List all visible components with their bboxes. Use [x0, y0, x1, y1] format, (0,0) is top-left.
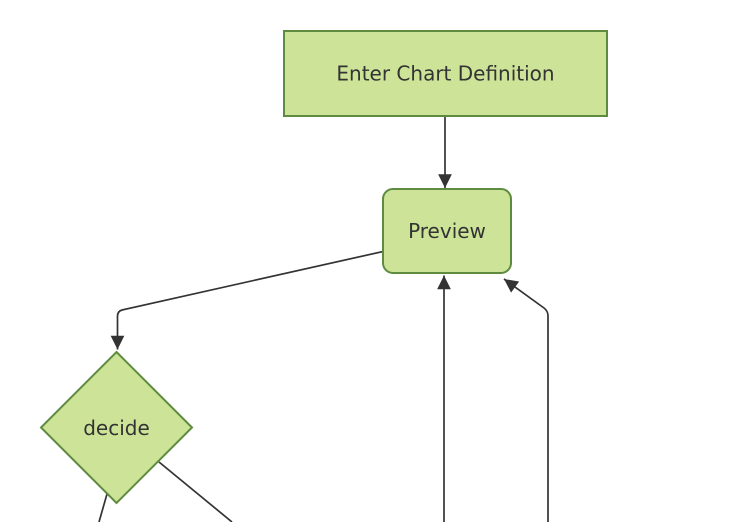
node-preview: Preview: [382, 188, 512, 274]
node-enter-chart-definition-shape: [283, 30, 608, 117]
node-decide: decide: [39, 350, 194, 505]
node-decide-shape: [39, 350, 194, 505]
edge-offscreen-bottom-right-to-preview: [503, 278, 549, 522]
edge-preview-to-decide: [110, 250, 384, 350]
node-decide-label: decide: [83, 416, 150, 440]
node-preview-label: Preview: [408, 219, 486, 243]
node-enter-chart-definition: Enter Chart Definition: [283, 30, 608, 117]
edge-decide-to-offscreen-bottom-left: [98, 493, 108, 522]
edge-layer: [98, 116, 549, 522]
edge-decide-to-offscreen-bottom-right: [158, 461, 233, 522]
node-preview-shape: [382, 188, 512, 274]
node-enter-chart-definition-label: Enter Chart Definition: [336, 62, 554, 86]
